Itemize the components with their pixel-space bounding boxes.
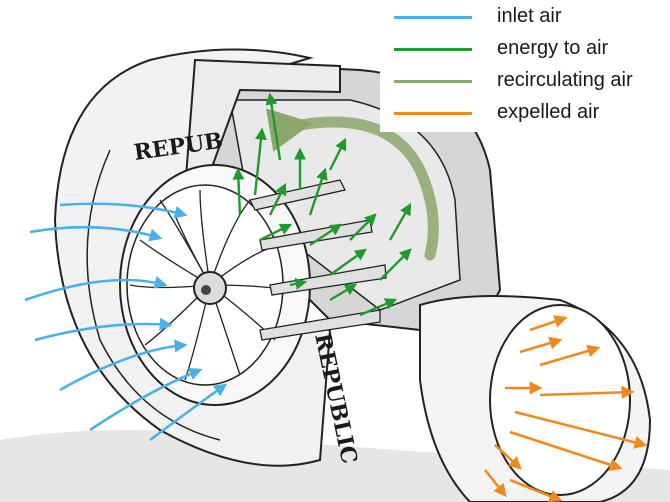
expelled-air-arrows xyxy=(483,315,648,502)
legend-item-recirculating-air: recirculating air xyxy=(380,66,670,96)
legend-swatch xyxy=(394,48,472,51)
legend-swatch xyxy=(394,16,472,19)
legend-label: recirculating air xyxy=(497,69,633,91)
energy-to-air-arrows xyxy=(232,92,412,317)
legend-label: expelled air xyxy=(497,101,600,123)
legend-swatch xyxy=(394,112,472,115)
outlet-opening xyxy=(489,304,631,496)
legend-item-inlet-air: inlet air xyxy=(380,2,670,32)
legend-label: inlet air xyxy=(497,5,562,27)
legend-label: energy to air xyxy=(497,37,609,59)
legend-item-energy-to-air: energy to air xyxy=(380,34,670,64)
legend-item-expelled-air: expelled air xyxy=(380,98,670,128)
legend-swatch xyxy=(394,80,472,83)
recirculating-air-arrow xyxy=(266,108,439,261)
diffuser-vanes xyxy=(249,179,387,341)
impeller-hub-center xyxy=(201,285,211,295)
inlet-air-arrows xyxy=(24,202,228,442)
legend: inlet air energy to air recirculating ai… xyxy=(380,0,670,132)
